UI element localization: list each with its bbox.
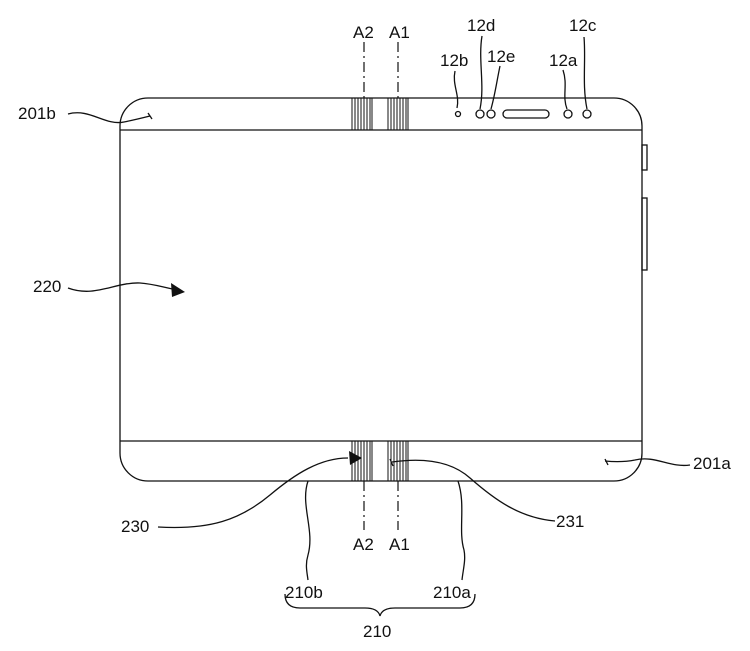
label-12a: 12a [549,51,578,70]
label-12d: 12d [467,16,495,35]
sensor-12c [582,109,592,119]
label-201a: 201a [693,454,731,473]
label-a2-top: A2 [353,23,374,42]
label-210: 210 [363,622,391,641]
device-body [119,97,643,482]
label-a1-top: A1 [389,23,410,42]
label-230: 230 [121,517,149,536]
brace-210 [284,593,476,617]
sensor-12e [486,109,496,119]
sensor-12d [475,109,485,119]
side-button-lower [641,197,648,271]
leader-lines [67,35,691,617]
label-12e: 12e [487,47,515,66]
label-201b: 201b [18,104,56,123]
receiver-slot [502,109,550,119]
label-231: 231 [556,512,584,531]
label-12b: 12b [440,51,468,70]
label-a1-bottom: A1 [389,535,410,554]
sensor-12a [563,109,573,119]
side-button-upper [641,144,648,171]
sensor-12b [454,110,462,118]
label-210b: 210b [285,583,323,602]
label-220: 220 [33,277,61,296]
label-12c: 12c [569,16,597,35]
label-210a: 210a [433,583,471,602]
front-sensors [454,109,592,119]
label-a2-bottom: A2 [353,535,374,554]
top-hinge [351,97,409,131]
arrow-230 [349,451,362,465]
arrow-220 [171,283,185,297]
